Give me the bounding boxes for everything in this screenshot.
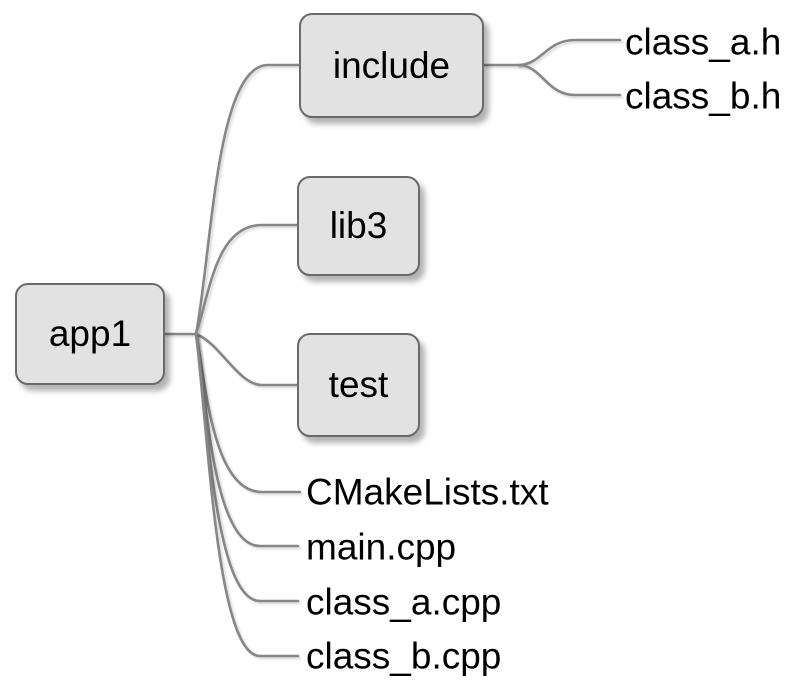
connector-app1-main-cpp [194, 332, 300, 548]
file-label-class-b-cpp: class_b.cpp [306, 635, 502, 677]
node-app1-label: app1 [48, 313, 132, 354]
connector-include-class-a-h [516, 38, 622, 67]
file-label-main-cpp: main.cpp [306, 526, 457, 568]
file-label-class-b-h: class_b.h [625, 75, 782, 117]
connector-app1-test [194, 332, 299, 387]
file-label-class-a-cpp: class_a.cpp [306, 581, 502, 623]
node-include: include [299, 13, 484, 118]
node-test: test [297, 333, 420, 437]
connector-app1-include [194, 63, 301, 336]
node-include-label: include [332, 44, 451, 86]
file-label-cmakelists-txt: CMakeLists.txt [306, 471, 549, 513]
connector-app1-class-a-cpp [194, 332, 300, 603]
node-test-label: test [328, 364, 389, 405]
connector-app1-lib3 [194, 223, 299, 336]
node-app1: app1 [15, 283, 165, 385]
connector-app1-class-b-cpp [194, 332, 300, 658]
file-label-class-a-h: class_a.h [625, 21, 782, 63]
connector-include-class-b-h [516, 63, 622, 97]
node-lib3: lib3 [297, 176, 420, 276]
node-lib3-label: lib3 [329, 205, 388, 246]
